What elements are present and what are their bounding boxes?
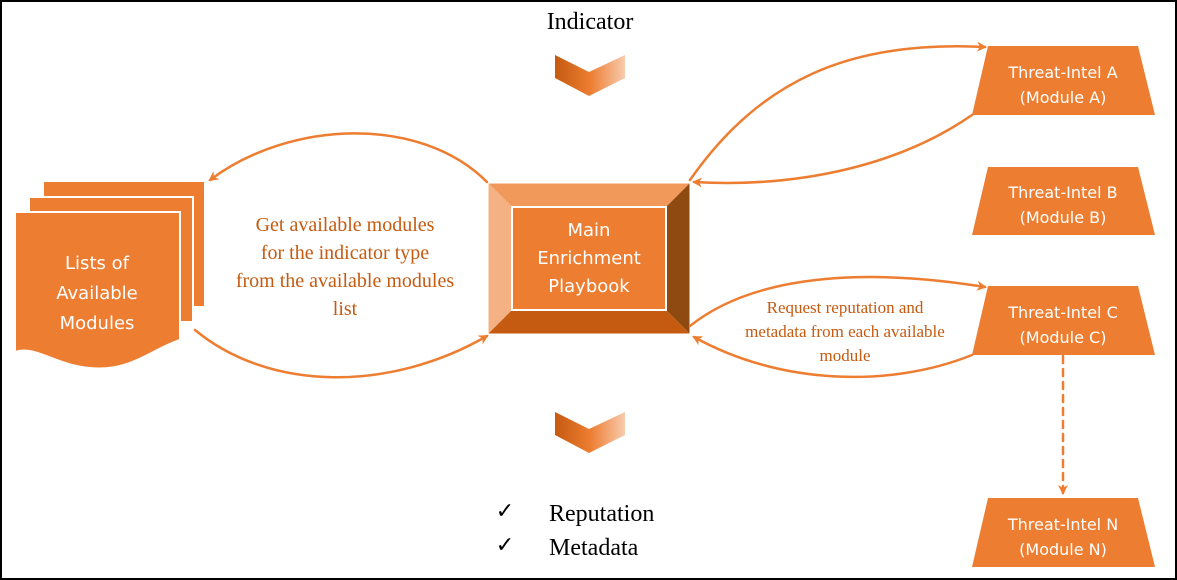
module-n-shape <box>972 498 1155 567</box>
chevron-down-icon <box>555 55 625 96</box>
module-c-shape <box>972 286 1155 355</box>
indicator-title: Indicator <box>547 9 634 35</box>
module-n-id: (Module N) <box>1019 540 1107 559</box>
module-b-id: (Module B) <box>1020 208 1107 227</box>
arrow-playbook-to-module-a <box>688 41 987 182</box>
left-annotation-line1: Get available modules <box>256 214 435 236</box>
available-modules-label-line1: Lists of <box>65 253 130 274</box>
check-mark-icon: ✓ <box>496 533 514 558</box>
module-a-id: (Module A) <box>1020 88 1107 107</box>
playbook-label-line2: Enrichment <box>537 248 641 269</box>
arrow-module-c-to-playbook <box>692 335 974 379</box>
arrow-playbook-to-module-c <box>688 275 987 328</box>
module-b-name: Threat-Intel B <box>1007 183 1117 202</box>
chevron-down-icon <box>555 412 625 453</box>
module-a-name: Threat-Intel A <box>1007 63 1117 82</box>
module-n-name: Threat-Intel N <box>1007 515 1118 534</box>
module-b-shape <box>972 167 1155 235</box>
right-annotation-line3: module <box>820 346 871 365</box>
playbook-label-line3: Playbook <box>548 276 630 297</box>
module-a-shape <box>972 46 1155 115</box>
arrow-module-a-to-playbook <box>692 113 974 188</box>
left-annotation-line3: from the available modules <box>236 270 454 292</box>
available-modules-label-line3: Modules <box>60 313 135 334</box>
playbook-label-line1: Main <box>568 220 611 241</box>
output-reputation: Reputation <box>549 501 654 527</box>
available-modules-document-stack <box>14 180 206 370</box>
arrow-modules-list-to-playbook <box>193 328 489 379</box>
left-annotation-line4: list <box>333 298 358 320</box>
available-modules-label-line2: Available <box>56 283 137 304</box>
arrow-playbook-to-modules-list <box>208 132 489 184</box>
module-c-name: Threat-Intel C <box>1007 303 1118 322</box>
output-metadata: Metadata <box>549 535 639 561</box>
right-annotation-line2: metadata from each available <box>745 322 945 341</box>
left-annotation-line2: for the indicator type <box>261 242 429 264</box>
main-enrichment-playbook-box <box>487 182 691 335</box>
module-c-id: (Module C) <box>1020 328 1107 347</box>
right-annotation-line1: Request reputation and <box>767 298 924 317</box>
check-mark-icon: ✓ <box>496 499 514 524</box>
